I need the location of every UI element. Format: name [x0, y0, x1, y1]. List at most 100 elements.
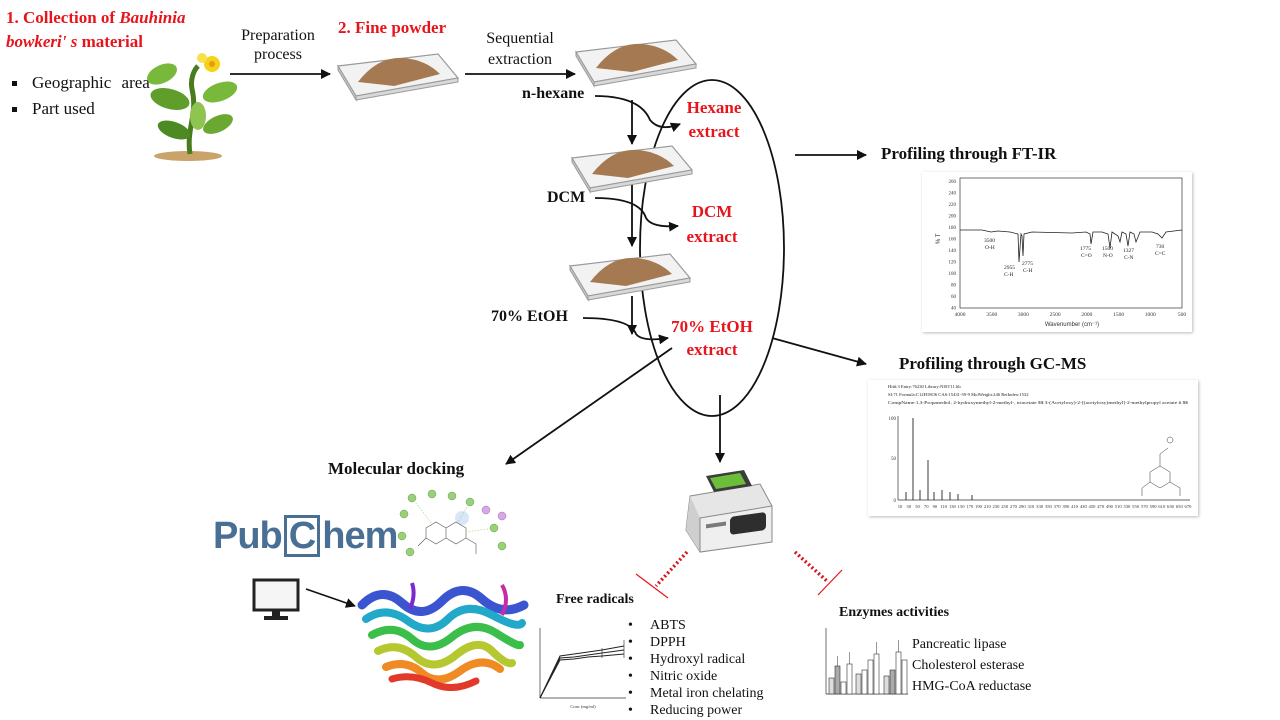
- gcms-spectrum: Hit#:3 Entry:76230 Library:NIST11.lib SI…: [888, 384, 1192, 509]
- step2-title: 2. Fine powder: [338, 18, 447, 37]
- extract-hexane-line2: extract: [688, 122, 740, 141]
- tray-hexane-icon: [575, 39, 698, 88]
- ftir-peak-label: C=O: [1081, 253, 1092, 259]
- step1-bullets: Geographic area Part used: [10, 70, 150, 122]
- gcms-x-tick: 250: [1001, 504, 1009, 509]
- arrow-to-docking: [505, 347, 673, 465]
- svg-text:260: 260: [949, 180, 957, 185]
- enzyme-item: HMG-CoA reductase: [912, 679, 1032, 694]
- svg-text:220: 220: [949, 203, 957, 208]
- gcms-x-tick: 450: [1089, 504, 1097, 509]
- ftir-trace: [960, 229, 1183, 263]
- gcms-x-tick: 110: [940, 504, 947, 509]
- gcms-x-tick: 310: [1027, 504, 1035, 509]
- ftir-peak-label: C=C: [1155, 251, 1166, 257]
- gcms-x-tick: 330: [1036, 504, 1044, 509]
- svg-text:140: 140: [949, 249, 957, 254]
- spectrophotometer-icon: [685, 470, 773, 553]
- extract-hexane-line1: Hexane: [686, 98, 742, 117]
- svg-text:4000: 4000: [955, 312, 966, 318]
- arrow-to-gcms: [771, 337, 867, 367]
- extract-hexane: Hexane extract: [672, 96, 756, 144]
- gcms-x-tick: 70: [924, 504, 929, 509]
- gcms-x-tick: 530: [1123, 504, 1131, 509]
- enzyme-item: Pancreatic lipase: [912, 637, 1007, 652]
- svg-text:3500: 3500: [986, 312, 997, 318]
- inhibit-free-radicals-bar: [635, 573, 669, 599]
- svg-text:240: 240: [949, 192, 957, 197]
- preparation-label: Preparation process: [241, 27, 315, 63]
- ftir-spectrum: 260 240 220 200 180 160 140 120 100 80 6…: [936, 177, 1186, 328]
- extract-dcm: DCM extract: [670, 199, 754, 249]
- ftir-peak-label: 2955: [1004, 265, 1015, 271]
- ftir-peak-label: 730: [1156, 244, 1165, 250]
- free-radicals-list: ABTS DPPH Hydroxyl radical Nitric oxide …: [628, 617, 764, 719]
- gcms-x-tick: 590: [1150, 504, 1158, 509]
- gcms-x-tick: 50: [915, 504, 920, 509]
- enzymes-list: Pancreatic lipase Cholesterol esterase H…: [912, 634, 1031, 697]
- ftir-y-ticks: 260 240 220 200 180 160 140 120 100 80 6…: [949, 180, 957, 312]
- gcms-x-tick: 130: [949, 504, 957, 509]
- free-radical-item: Nitric oxide: [628, 668, 764, 685]
- svg-text:60: 60: [951, 295, 957, 300]
- gcms-x-tick: 230: [993, 504, 1001, 509]
- gcms-x-tick: 190: [975, 504, 983, 509]
- gcms-peaks: [905, 418, 973, 500]
- extract-dcm-line1: DCM: [691, 202, 733, 221]
- svg-text:50: 50: [891, 457, 897, 462]
- ftir-peak-label: 1500: [1102, 246, 1113, 252]
- ftir-peak-label: O-H: [985, 245, 995, 251]
- free-radical-item: Hydroxyl radical: [628, 651, 764, 668]
- gcms-title: Profiling through GC-MS: [899, 354, 1087, 373]
- bullet-part-used: Part used: [10, 96, 150, 122]
- solvent-etoh: 70% EtOH: [491, 308, 568, 325]
- docking-title: Molecular docking: [328, 459, 465, 478]
- gcms-x-tick: 410: [1071, 504, 1079, 509]
- ftir-peak-label: C-N: [1124, 255, 1134, 261]
- extract-etoh-line1: 70% EtOH: [671, 317, 753, 336]
- gcms-x-tick: 670: [1185, 504, 1193, 509]
- free-radical-item: Reducing power: [628, 702, 764, 719]
- arrow-hexane: [594, 95, 681, 132]
- gcms-x-tick: 390: [1062, 504, 1070, 509]
- arrow-dcm: [594, 197, 679, 232]
- free-radical-item: ABTS: [628, 617, 764, 634]
- free-radical-item: DPPH: [628, 634, 764, 651]
- arrow-etoh: [582, 317, 669, 345]
- bullet-geographic-area: Geographic area: [10, 70, 150, 96]
- ftir-panel: 260 240 220 200 180 160 140 120 100 80 6…: [922, 172, 1192, 332]
- monitor-icon: [252, 578, 300, 620]
- gcms-panel: Hit#:3 Entry:76230 Library:NIST11.lib SI…: [868, 380, 1198, 516]
- svg-text:3000: 3000: [1018, 312, 1029, 318]
- gcms-x-tick: 30: [906, 504, 911, 509]
- gcms-x-tick: 490: [1106, 504, 1114, 509]
- inhibit-enzymes-bar: [817, 569, 843, 596]
- gcms-x-tick: 10: [898, 504, 903, 509]
- inhibit-free-radicals: [654, 550, 689, 588]
- gcms-x-tick: 630: [1167, 504, 1175, 509]
- svg-text:40: 40: [951, 307, 957, 312]
- gcms-header: Hit#:3 Entry:76230 Library:NIST11.lib SI…: [888, 384, 1189, 406]
- extract-etoh: 70% EtOH extract: [662, 315, 762, 361]
- svg-text:100: 100: [889, 417, 897, 422]
- ftir-peak-label: 3500: [984, 238, 995, 244]
- arrow-pubchem-docking: [305, 588, 356, 608]
- ftir-x-label: Wavenumber (cm⁻¹): [1045, 322, 1099, 328]
- svg-text:180: 180: [949, 226, 957, 231]
- gcms-x-tick: 650: [1176, 504, 1184, 509]
- free-radicals-chart-xlabel: Conc (mg/ml): [570, 704, 596, 709]
- protein-ribbon-icon: [357, 582, 529, 691]
- svg-text:160: 160: [949, 238, 957, 243]
- svg-text:200: 200: [949, 215, 957, 220]
- ftir-peak-label: C-H: [1023, 268, 1033, 274]
- ftir-y-label: % T: [936, 233, 942, 244]
- gcms-x-tick: 470: [1097, 504, 1105, 509]
- gcms-x-tick: 170: [966, 504, 974, 509]
- tray-etoh-icon: [569, 253, 692, 302]
- solvent-dcm: DCM: [547, 189, 586, 206]
- svg-text:SI:71 Formula:C12H18O6 CAS:154: SI:71 Formula:C12H18O6 CAS:15431-59-9 Mo…: [888, 392, 1029, 397]
- sequential-label: Sequential extraction: [486, 30, 554, 68]
